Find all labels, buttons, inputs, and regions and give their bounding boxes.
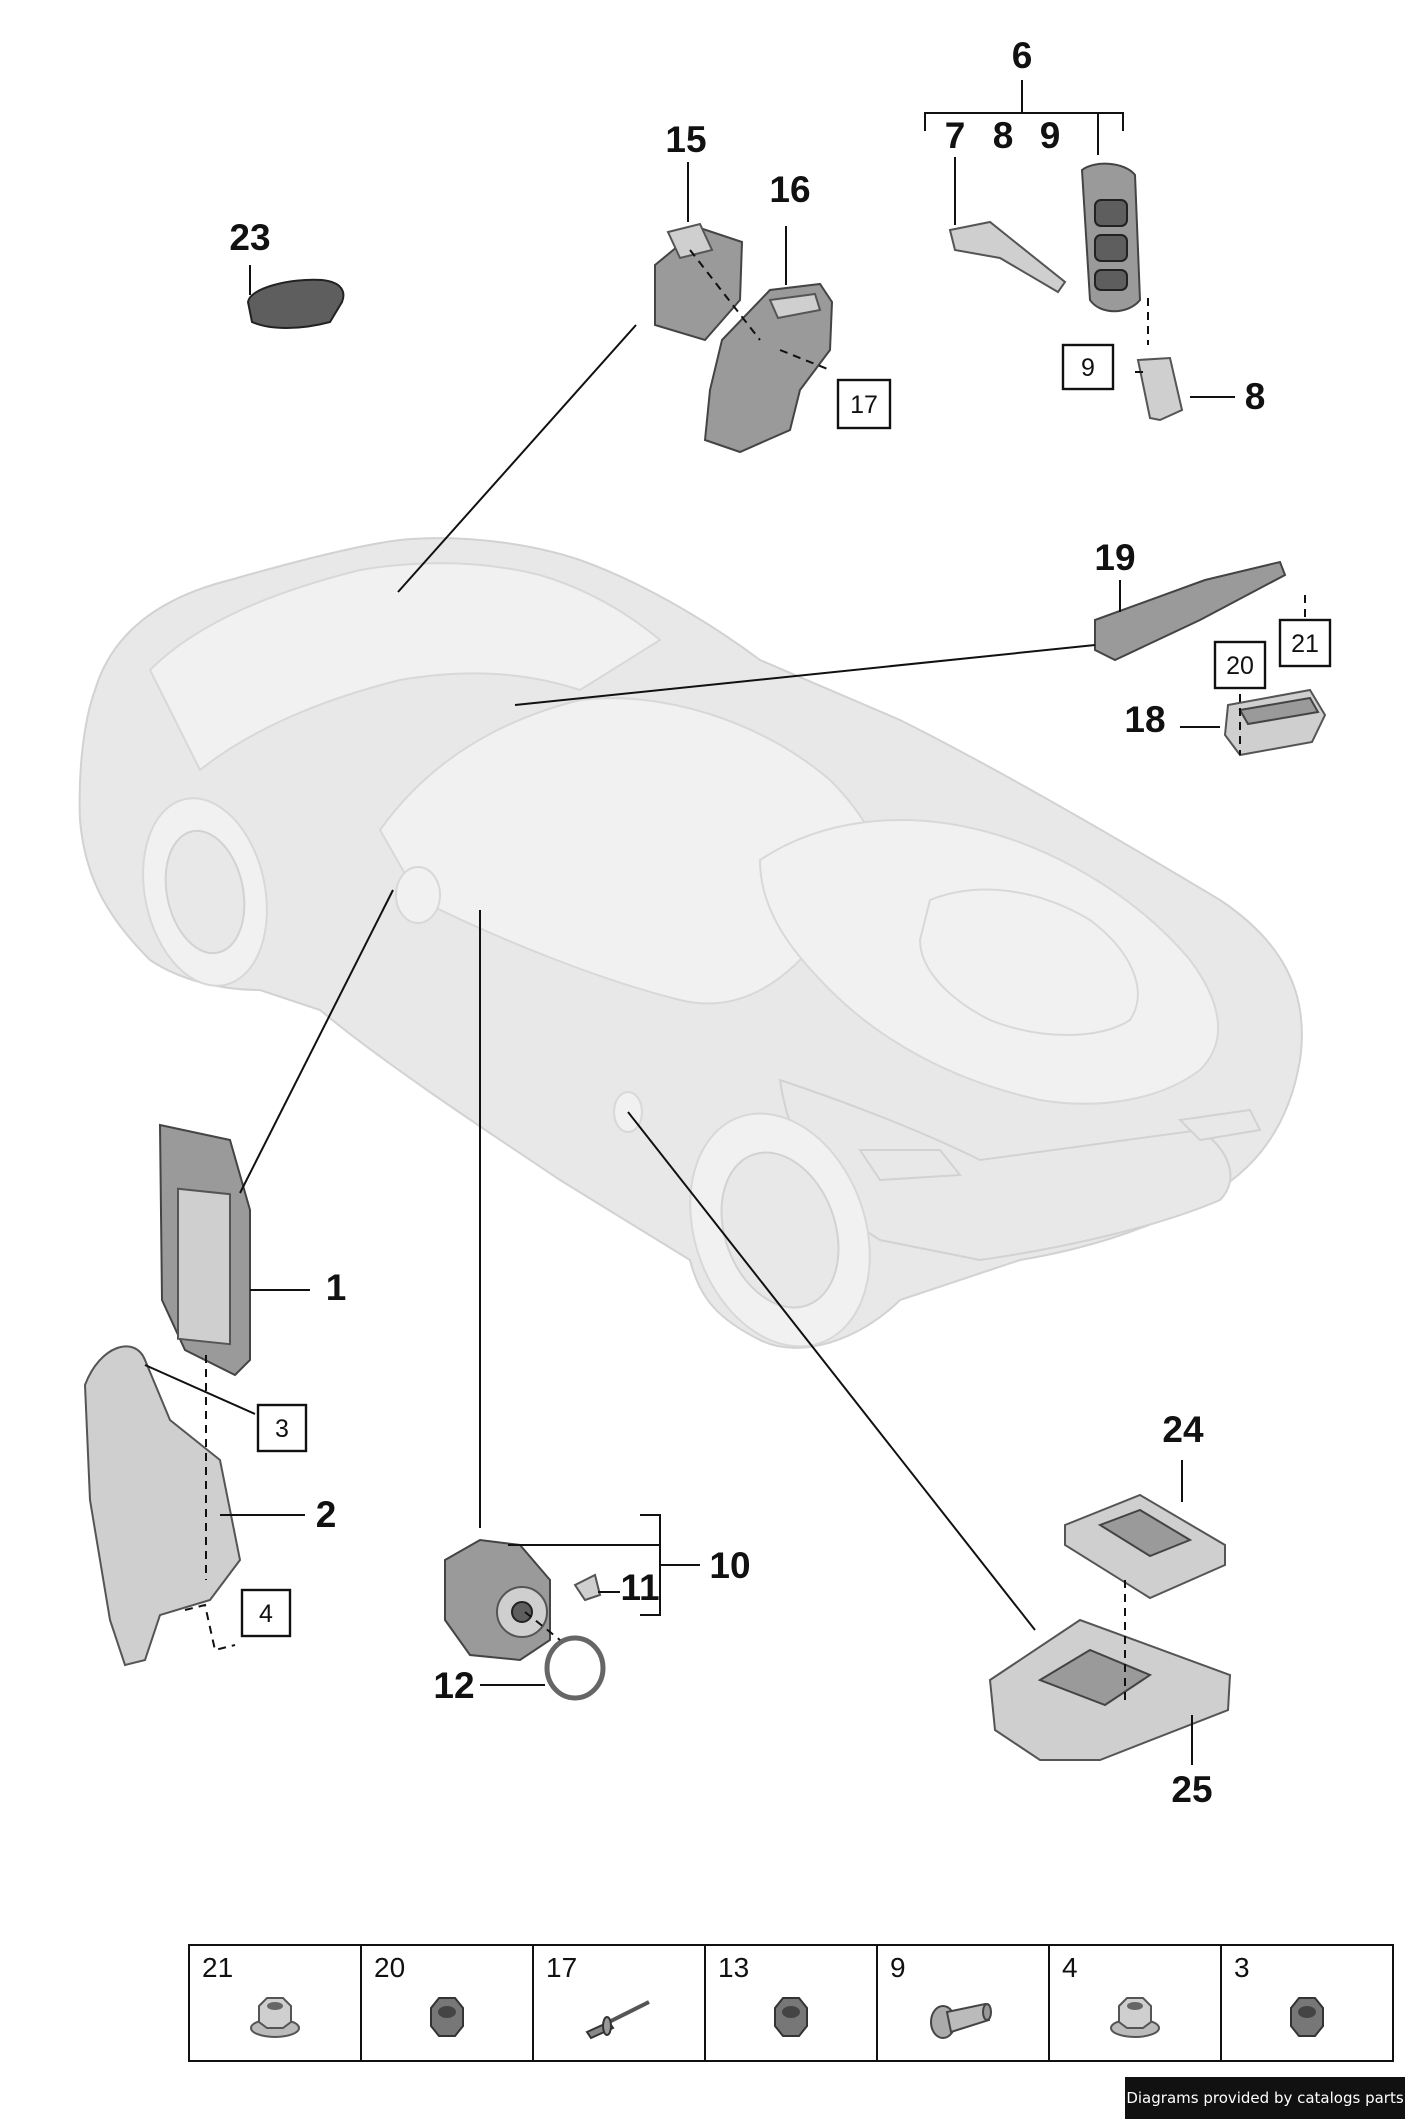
svg-text:20: 20 (1226, 652, 1254, 680)
svg-text:9: 9 (1081, 354, 1095, 382)
callout-2: 2 (316, 1494, 337, 1535)
part-11-clip (573, 1573, 602, 1602)
part-7-key-blade (948, 220, 1067, 294)
callout-23: 23 (229, 217, 270, 258)
part-25-tray (988, 1618, 1232, 1761)
svg-text:21: 21 (1291, 630, 1319, 658)
boxed-callout-4: 4 (240, 1588, 292, 1638)
callout-12: 12 (433, 1665, 474, 1706)
legend-cell: 4 (1050, 1946, 1222, 2060)
hex-nut-icon (1290, 1996, 1324, 2037)
car-illustration (78, 537, 1303, 1349)
part-8-cover-plate (1136, 356, 1184, 422)
dashed-lines (184, 249, 1306, 1700)
callout-7: 7 (945, 115, 966, 156)
part-23-key-cover (246, 278, 345, 329)
part-24-plate (1064, 1493, 1226, 1600)
callout-11: 11 (620, 1567, 659, 1608)
part-12-ring (544, 1635, 606, 1701)
part-1-control-module (158, 1123, 251, 1377)
callout-16: 16 (769, 169, 810, 210)
callout-8-top: 8 (993, 115, 1014, 156)
callout-10: 10 (709, 1545, 750, 1586)
callout-18: 18 (1124, 699, 1165, 740)
boxed-callout-20: 20 (1213, 640, 1267, 690)
legend-number: 20 (374, 1952, 406, 1983)
legend-number: 9 (890, 1952, 906, 1983)
screw-icon (930, 2002, 992, 2039)
part-6-remote-key (1080, 162, 1142, 313)
part-16-bracket (703, 282, 834, 454)
callout-15: 15 (665, 119, 706, 160)
part-19-rail (1094, 560, 1287, 662)
credit-text: Diagrams provided by catalogs parts (1126, 2089, 1404, 2107)
credit-banner: Diagrams provided by catalogs parts (1125, 2077, 1405, 2119)
legend-number: 3 (1234, 1952, 1250, 1983)
callout-9-top: 9 (1040, 115, 1061, 156)
svg-text:4: 4 (259, 1600, 273, 1628)
callout-8-bottom: 8 (1245, 376, 1266, 417)
legend-cell: 17 (534, 1946, 706, 2060)
hex-nut-flange-icon (1110, 1996, 1160, 2038)
legend-cell: 21 (190, 1946, 362, 2060)
part-10-ignition-lock (444, 1538, 551, 1662)
legend-number: 13 (718, 1952, 750, 1983)
legend-number: 4 (1062, 1952, 1078, 1983)
legend-number: 17 (546, 1952, 578, 1983)
boxed-callout-9: 9 (1061, 343, 1115, 391)
hex-nut-icon (430, 1996, 464, 2037)
callout-1: 1 (326, 1267, 347, 1308)
callout-6: 6 (1012, 35, 1033, 76)
rivet-icon (585, 1999, 650, 2039)
legend-cell: 9 (878, 1946, 1050, 2060)
boxed-callout-3: 3 (256, 1403, 308, 1453)
legend-cell: 13 (706, 1946, 878, 2060)
hex-nut-icon (774, 1996, 808, 2037)
parts-diagram: 3 4 9 17 20 21 6 7 8 9 15 16 23 8 (78, 35, 1332, 1810)
boxed-callout-17: 17 (836, 378, 892, 430)
svg-text:3: 3 (275, 1415, 289, 1443)
svg-text:17: 17 (850, 391, 878, 419)
legend-cell: 3 (1222, 1946, 1392, 2060)
callout-24: 24 (1162, 1409, 1204, 1450)
part-18-module (1223, 688, 1327, 757)
boxed-callouts: 3 4 9 17 20 21 (240, 343, 1332, 1638)
legend-number: 21 (202, 1952, 234, 1983)
legend-cell: 20 (362, 1946, 534, 2060)
callout-numbers: 6 7 8 9 15 16 23 8 19 18 1 2 24 10 11 12… (229, 35, 1265, 1810)
leader-lines (144, 80, 1235, 1765)
hardware-legend: 21 20 17 13 9 (188, 1944, 1394, 2062)
callout-25: 25 (1171, 1769, 1212, 1810)
boxed-callout-21: 21 (1278, 618, 1332, 668)
callout-19: 19 (1094, 537, 1135, 578)
hex-nut-flange-icon (250, 1996, 300, 2038)
part-2-bracket (83, 1345, 242, 1667)
part-15-control-unit (654, 222, 744, 342)
